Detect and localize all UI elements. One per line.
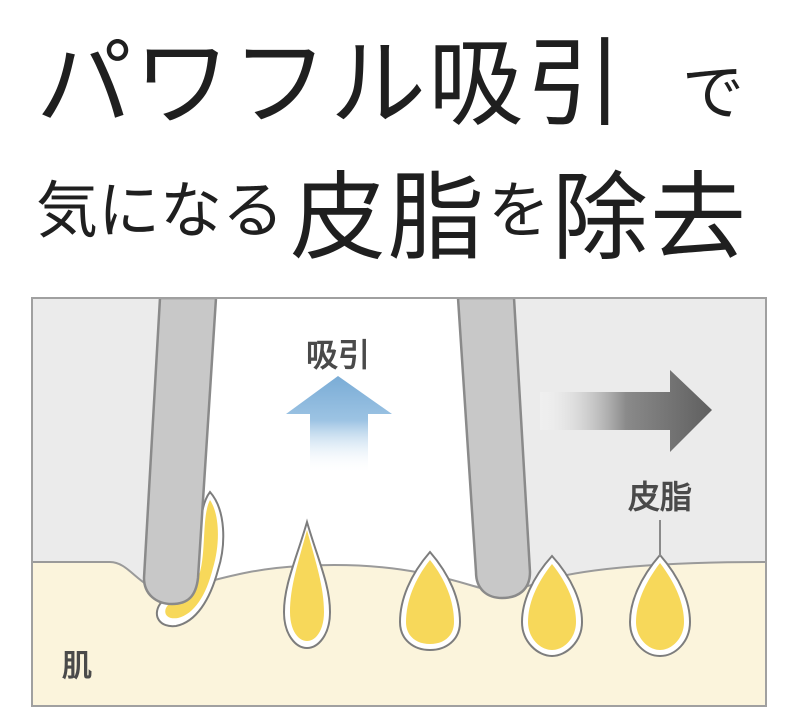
suction-arrow-icon xyxy=(286,376,392,474)
diagram-panel-border xyxy=(31,297,767,707)
sebum-pore xyxy=(528,564,576,650)
headline-wo: を xyxy=(488,174,551,247)
suction-label: 吸引 xyxy=(306,336,370,374)
sebum-pore xyxy=(290,530,324,641)
sebum-label: 皮脂 xyxy=(628,478,692,516)
sebum-pore xyxy=(406,560,454,644)
skin-label: 肌 xyxy=(62,649,92,684)
headline-de: で xyxy=(682,56,745,129)
headline-powerful-suction: パワフル吸引 xyxy=(36,28,624,140)
headline-remove: 除去 xyxy=(552,162,748,274)
flow-arrow-icon xyxy=(540,370,712,452)
nozzle-wall-right xyxy=(456,298,532,600)
sebum-extracted xyxy=(165,500,218,619)
headline-sebum: 皮脂 xyxy=(290,162,486,274)
sebum-pores xyxy=(155,490,692,658)
nozzle-wall-left xyxy=(142,298,218,606)
headline-kininaru: 気になる xyxy=(36,174,285,247)
sebum-pore xyxy=(636,563,684,650)
